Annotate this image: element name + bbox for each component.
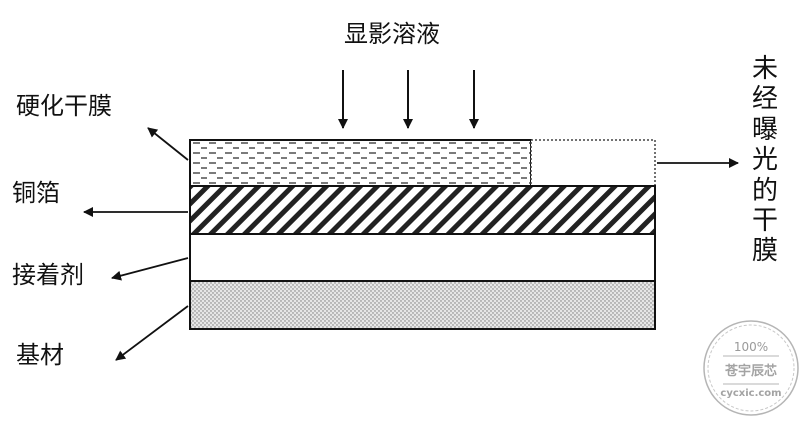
adhesive-layer: [189, 233, 656, 282]
watermark-name: 苍宇辰芯: [724, 363, 777, 379]
copper-foil-layer: [189, 185, 656, 235]
hardened-film-arrow: [147, 127, 189, 161]
unexposed-film-label: 未经曝光的干膜: [751, 54, 778, 267]
unexposed-film-layer: [530, 139, 656, 187]
adhesive-arrow: [111, 257, 189, 281]
watermark-seal: 100% 苍宇辰芯 cycxic.com: [703, 320, 799, 416]
substrate-arrow: [115, 305, 189, 361]
adhesive-label: 接着剂: [12, 261, 84, 289]
hardened-film-layer: [189, 139, 532, 187]
developer-solution-label: 显影溶液: [344, 20, 440, 48]
substrate-label: 基材: [16, 341, 64, 369]
substrate-layer: [189, 280, 656, 330]
watermark-percent: 100%: [734, 340, 768, 354]
copper-foil-label: 铜箔: [12, 179, 60, 207]
hardened-film-label: 硬化干膜: [16, 92, 112, 120]
watermark-site: cycxic.com: [720, 388, 781, 399]
